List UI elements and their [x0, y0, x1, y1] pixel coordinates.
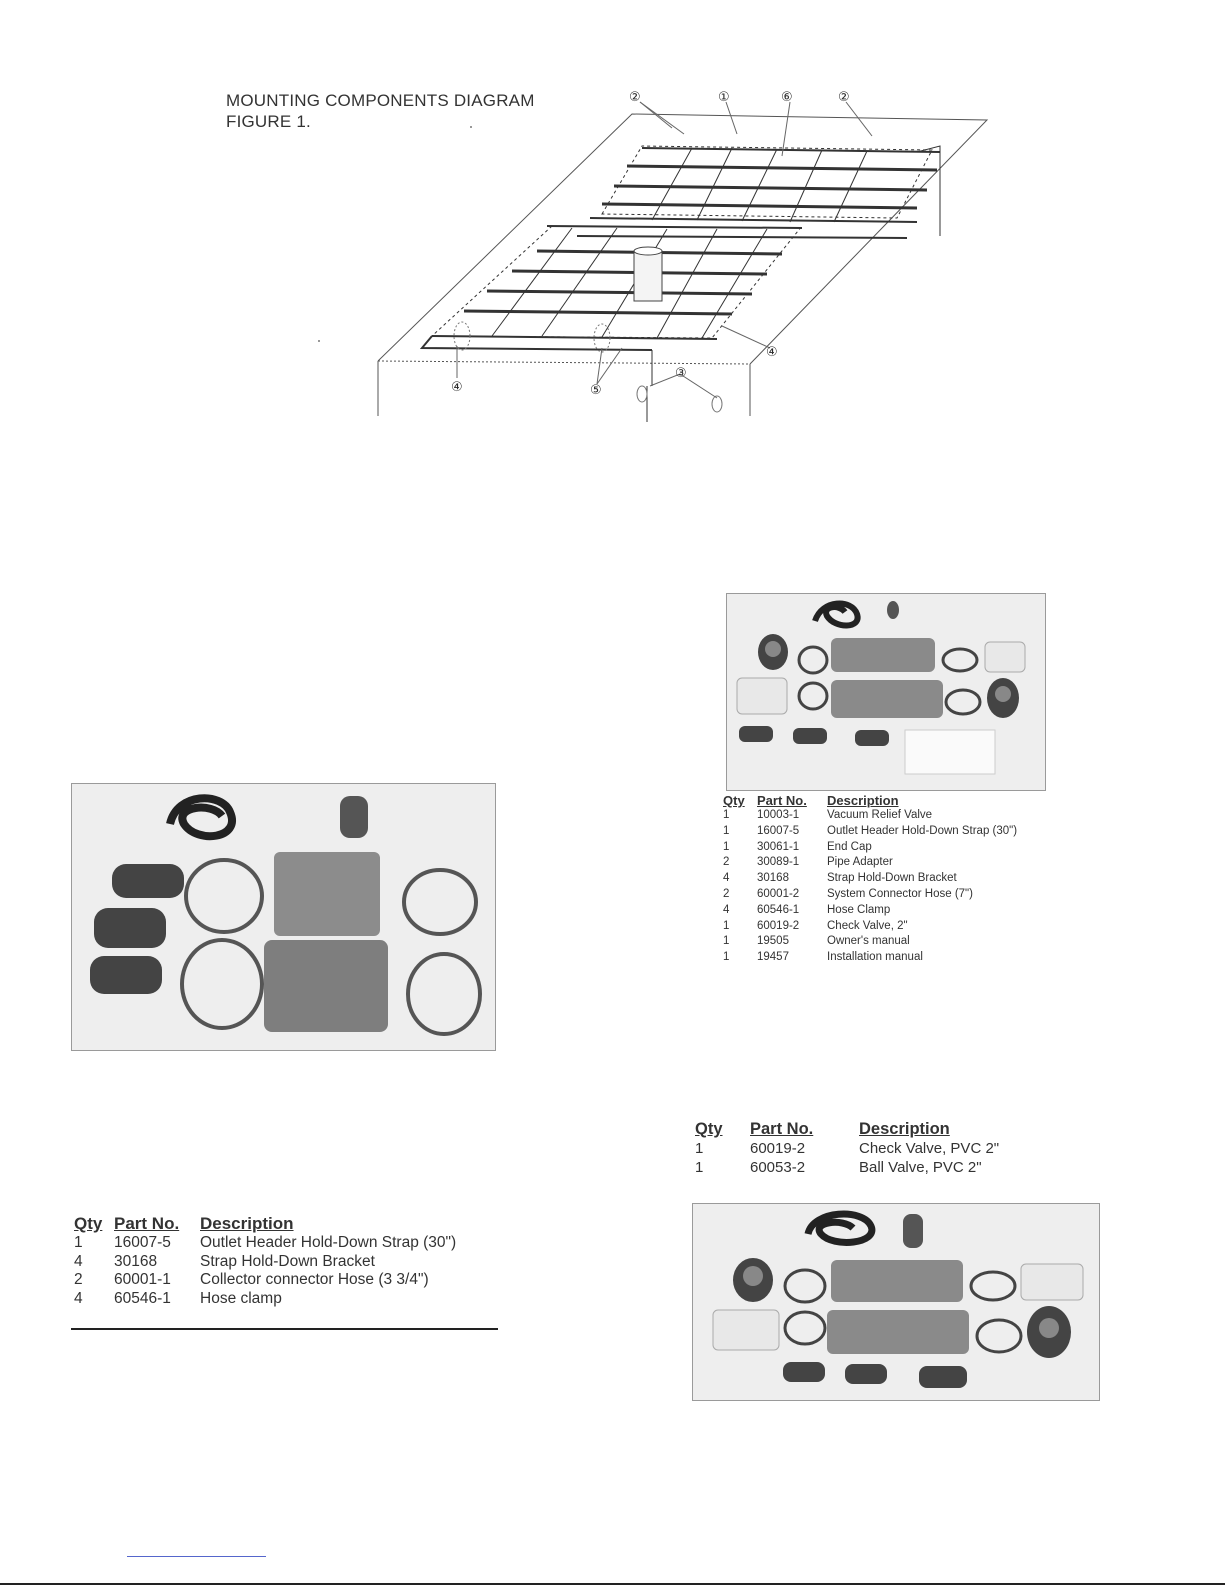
table-row: 1 16007-5 Outlet Header Hold-Down Strap (3…: [723, 824, 1017, 840]
callout-3: ③: [675, 365, 687, 380]
valve-parts-table: Qty Part No. Description 1 60019-2 Check V…: [695, 1120, 999, 1177]
table-row: 1 10003-1 Vacuum Relief Valve: [723, 808, 1017, 824]
description-cell: End Cap: [827, 840, 872, 853]
callout-5: ⑤: [590, 382, 602, 397]
page-bottom-border: [0, 1583, 1225, 1585]
qty-cell: 1: [723, 809, 730, 821]
description-cell: Check Valve, 2": [827, 919, 908, 932]
qty-cell: 4: [723, 903, 730, 916]
callout-4b: ④: [451, 379, 463, 394]
description-cell: Owner's manual: [827, 935, 910, 948]
qty-cell: 1: [723, 840, 730, 853]
qty-cell: 1: [74, 1234, 83, 1251]
valve-rows: 1 60019-2 Check Valve, PVC 2" 1 60053-2 Ball …: [695, 1139, 999, 1177]
part-no-cell: 10003-1: [757, 809, 800, 821]
col-description: Description: [200, 1214, 294, 1233]
qty-cell: 1: [695, 1159, 704, 1176]
part-no-cell: 60053-2: [750, 1159, 806, 1176]
table-row: 2 60001-1 Collector connector Hose (3 3/4"…: [74, 1271, 456, 1290]
description-cell: Outlet Header Hold-Down Strap (30"): [827, 824, 1018, 837]
part-no-cell: 60019-2: [750, 1140, 806, 1157]
table-row: 1 16007-5 Outlet Header Hold-Down Strap (3…: [74, 1234, 456, 1253]
qty-cell: 2: [723, 856, 730, 869]
figure-title: MOUNTING COMPONENTS DIAGRAM FIGURE 1.: [226, 90, 535, 132]
qty-cell: 1: [723, 824, 730, 837]
scan-speck: [318, 340, 320, 342]
qty-cell: 1: [695, 1140, 704, 1157]
callout-1: ①: [718, 89, 730, 104]
connector-kit-rows: 1 16007-5 Outlet Header Hold-Down Strap (3…: [74, 1234, 456, 1308]
footer-link-underline: [127, 1556, 266, 1557]
table-row: 1 60019-2 Check Valve, 2": [723, 919, 1017, 935]
table-row: 4 30168 Strap Hold-Down Bracket: [74, 1253, 456, 1272]
table-row: 4 60546-1 Hose Clamp: [723, 903, 1017, 919]
col-part-no: Part No.: [114, 1214, 180, 1233]
col-qty: Qty: [74, 1214, 103, 1233]
callout-4a: ④: [766, 344, 778, 359]
part-no-cell: 60546-1: [757, 903, 800, 916]
qty-cell: 1: [723, 919, 730, 932]
description-cell: Outlet Header Hold-Down Strap (30"): [200, 1234, 457, 1251]
part-no-cell: 30061-1: [757, 840, 800, 853]
system-kit-rows: 1 10003-1 Vacuum Relief Valve 1 16007-5 Outle…: [723, 808, 1017, 966]
part-no-cell: 60001-1: [114, 1271, 171, 1288]
table-row: 4 30168 Strap Hold-Down Bracket: [723, 871, 1017, 887]
description-cell: Ball Valve, PVC 2": [859, 1159, 982, 1176]
description-cell: Collector connector Hose (3 3/4"): [200, 1271, 429, 1288]
table-row: 1 60053-2 Ball Valve, PVC 2": [695, 1158, 999, 1177]
col-part-no: Part No.: [750, 1120, 814, 1138]
part-no-cell: 60019-2: [757, 919, 800, 932]
connector-kit-parts-table: Qty Part No. Description 1 16007-5 Outlet …: [74, 1214, 456, 1308]
col-qty: Qty: [723, 793, 745, 808]
connector-kit-photo: [71, 783, 496, 1051]
description-cell: Check Valve, PVC 2": [859, 1140, 1000, 1157]
table-underline: [71, 1328, 498, 1330]
part-no-cell: 30168: [757, 872, 789, 885]
figure-title-line1: MOUNTING COMPONENTS DIAGRAM: [226, 91, 535, 110]
part-no-cell: 30089-1: [757, 856, 800, 869]
description-cell: Vacuum Relief Valve: [827, 809, 933, 821]
callout-2a: ②: [629, 89, 641, 104]
table-row: 2 60001-2 System Connector Hose (7"): [723, 887, 1017, 903]
callout-6: ⑥: [781, 89, 793, 104]
qty-cell: 1: [723, 951, 730, 964]
figure-title-line2: FIGURE 1.: [226, 112, 311, 131]
description-cell: System Connector Hose (7"): [827, 887, 973, 900]
col-qty: Qty: [695, 1120, 723, 1138]
system-kit-photo: [726, 593, 1046, 791]
description-cell: Hose clamp: [200, 1289, 282, 1307]
part-no-cell: 19505: [757, 935, 789, 948]
mounting-diagram: ② ① ⑥ ② ④ ④ ⑤ ③: [372, 86, 992, 422]
part-no-cell: 16007-5: [114, 1234, 171, 1251]
description-cell: Pipe Adapter: [827, 856, 893, 869]
part-no-cell: 60546-1: [114, 1289, 171, 1307]
table-row: 1 19505 Owner's manual: [723, 934, 1017, 950]
description-cell: Hose Clamp: [827, 903, 891, 916]
col-part-no: Part No.: [757, 793, 807, 808]
qty-cell: 4: [723, 872, 730, 885]
table-row: 1 60019-2 Check Valve, PVC 2": [695, 1139, 999, 1158]
qty-cell: 4: [74, 1289, 83, 1307]
valve-kit-photo: [692, 1203, 1100, 1401]
col-description: Description: [859, 1120, 950, 1138]
table-row: 4 60546-1 Hose clamp: [74, 1290, 456, 1309]
qty-cell: 1: [723, 935, 730, 948]
callout-2b: ②: [838, 89, 850, 104]
part-no-cell: 16007-5: [757, 824, 800, 837]
qty-cell: 2: [723, 887, 730, 900]
qty-cell: 4: [74, 1252, 83, 1270]
part-no-cell: 60001-2: [757, 887, 800, 900]
part-no-cell: 19457: [757, 951, 789, 964]
qty-cell: 2: [74, 1271, 83, 1288]
scan-speck: [470, 126, 472, 128]
system-kit-parts-table: Qty Part No. Description 1 10003-1 Vacuum …: [723, 793, 1017, 966]
description-cell: Strap Hold-Down Bracket: [827, 872, 957, 885]
table-row: 1 19457 Installation manual: [723, 950, 1017, 966]
table-row: 1 30061-1 End Cap: [723, 840, 1017, 856]
col-description: Description: [827, 793, 899, 808]
description-cell: Strap Hold-Down Bracket: [200, 1252, 375, 1270]
table-row: 2 30089-1 Pipe Adapter: [723, 855, 1017, 871]
part-no-cell: 30168: [114, 1252, 158, 1270]
description-cell: Installation manual: [827, 951, 923, 964]
